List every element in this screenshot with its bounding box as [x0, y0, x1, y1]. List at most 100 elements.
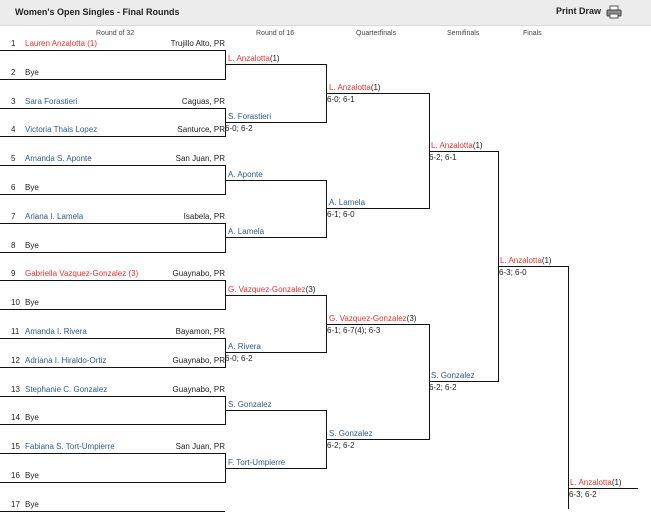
- seed-number: (3): [406, 313, 417, 323]
- entry-number: 5: [11, 154, 16, 164]
- r16-player[interactable]: A. Aponte: [228, 170, 263, 179]
- draw-line: [225, 352, 326, 354]
- player-entry[interactable]: Gabriella Vazquez-Gonzalez (3): [25, 269, 138, 278]
- draw-line: [0, 78, 225, 80]
- round-label-final: Finals: [523, 30, 542, 37]
- player-name[interactable]: Lauren Anzalotta: [25, 39, 86, 48]
- player-name[interactable]: Stephanie C. Gonzalez: [25, 384, 108, 394]
- player-name[interactable]: Sara Forastieri: [25, 96, 78, 106]
- player-name[interactable]: S. Forastieri: [228, 112, 272, 121]
- draw-line: [0, 453, 225, 455]
- player-name[interactable]: L. Anzalotta: [329, 83, 371, 93]
- qf-player[interactable]: S. Gonzalez: [329, 429, 373, 438]
- player-name[interactable]: G. Vazquez-Gonzalez: [228, 284, 306, 294]
- player-entry[interactable]: Sara Forastieri: [25, 97, 77, 106]
- player-location: Guaynabo, PR: [172, 384, 225, 394]
- player-entry[interactable]: Victoria Thais Lopez: [25, 125, 97, 134]
- player-name[interactable]: S. Gonzalez: [431, 371, 475, 381]
- draw-title: Women's Open Singles - Final Rounds: [15, 7, 180, 17]
- match-score: 6-2; 6-2: [429, 383, 457, 393]
- draw-line: [326, 438, 429, 440]
- player-name[interactable]: L. Anzalotta: [228, 54, 270, 64]
- seed-number: (1): [541, 256, 552, 265]
- player-entry[interactable]: Lauren Anzalotta (1): [25, 39, 97, 48]
- entry-number: 9: [11, 269, 16, 279]
- draw-line: [0, 309, 225, 311]
- player-name[interactable]: S. Gonzalez: [228, 400, 272, 409]
- player-entry[interactable]: Adriana I. Hiraldo-Ortiz: [25, 356, 106, 365]
- champion-name[interactable]: L. Anzalotta(1): [570, 478, 622, 487]
- player-entry: Bye: [25, 500, 39, 509]
- entry-number: 12: [11, 355, 20, 365]
- player-name[interactable]: Adriana I. Hiraldo-Ortiz: [25, 355, 107, 365]
- draw-line: [225, 294, 326, 296]
- player-name[interactable]: Victoria Thais Lopez: [25, 125, 98, 135]
- player-location: San Juan, PR: [175, 442, 225, 452]
- player-entry[interactable]: Stephanie C. Gonzalez: [25, 385, 107, 394]
- draw-line: [0, 366, 225, 368]
- qf-player[interactable]: A. Lamela: [329, 198, 365, 207]
- player-name[interactable]: G. Vazquez-Gonzalez: [329, 313, 407, 323]
- player-entry[interactable]: Ariana I. Lamela: [25, 212, 83, 221]
- draw-line: [326, 93, 429, 95]
- player-name[interactable]: Ariana I. Lamela: [25, 211, 84, 221]
- r16-player[interactable]: A. Lamela: [228, 227, 264, 236]
- r16-player[interactable]: S. Forastieri: [228, 112, 271, 121]
- player-name: Bye: [25, 471, 39, 480]
- draw-line: [0, 165, 225, 167]
- print-draw-link[interactable]: Print Draw: [556, 6, 602, 16]
- player-location: Santurce, PR: [177, 125, 225, 135]
- player-entry: Bye: [25, 183, 39, 192]
- sf-player[interactable]: L. Anzalotta(1): [431, 141, 483, 150]
- entry-number: 17: [11, 499, 20, 509]
- player-name[interactable]: S. Gonzalez: [329, 428, 373, 438]
- player-name[interactable]: A. Rivera: [228, 342, 261, 352]
- match-score: 6-0; 6-1: [327, 95, 355, 105]
- player-name[interactable]: A. Aponte: [228, 169, 263, 179]
- seed-number: (1): [85, 39, 98, 48]
- r16-player[interactable]: F. Tort-Umpierre: [228, 458, 285, 467]
- match-score: 6-3; 6-2: [569, 490, 597, 499]
- player-name[interactable]: Fabiana S. Tort-Umpierre: [25, 442, 115, 452]
- round-label-r16: Round of 16: [256, 30, 295, 37]
- r16-player[interactable]: A. Rivera: [228, 342, 261, 351]
- player-name[interactable]: L. Anzalotta: [570, 478, 612, 487]
- entry-number: 11: [11, 327, 20, 336]
- player-name[interactable]: L. Anzalotta: [500, 256, 542, 265]
- finalist[interactable]: L. Anzalotta(1): [500, 256, 552, 265]
- r16-player[interactable]: G. Vazquez-Gonzalez(3): [228, 285, 315, 294]
- player-entry[interactable]: Fabiana S. Tort-Umpierre: [25, 442, 115, 451]
- entry-number: 4: [11, 125, 16, 135]
- draw-line: [568, 488, 638, 489]
- seed-number: (3): [305, 284, 316, 294]
- draw-line: [0, 424, 225, 426]
- player-entry[interactable]: Amanda I. Rivera: [25, 327, 87, 336]
- player-entry: Bye: [25, 471, 39, 480]
- draw-line: [225, 410, 326, 411]
- player-entry: Bye: [25, 298, 39, 307]
- player-name[interactable]: F. Tort-Umpierre: [228, 457, 286, 467]
- player-entry: Bye: [25, 413, 39, 422]
- player-name[interactable]: A. Lamela: [329, 198, 366, 208]
- player-name[interactable]: Amanda S. Aponte: [25, 154, 92, 164]
- player-name: Bye: [25, 298, 39, 308]
- player-name[interactable]: A. Lamela: [228, 227, 265, 237]
- r16-player[interactable]: L. Anzalotta(1): [228, 54, 280, 63]
- player-location: Trujillo Alto, PR: [170, 39, 225, 48]
- seed-number: (3): [126, 269, 139, 279]
- r16-player[interactable]: S. Gonzalez: [228, 400, 272, 409]
- qf-player[interactable]: L. Anzalotta(1): [329, 83, 381, 92]
- draw-line: [0, 395, 225, 397]
- sf-player[interactable]: S. Gonzalez: [431, 371, 475, 380]
- qf-player[interactable]: G. Vazquez-Gonzalez(3): [329, 314, 416, 323]
- player-name[interactable]: L. Anzalotta: [431, 140, 473, 150]
- player-name[interactable]: Gabriella Vazquez-Gonzalez: [25, 269, 127, 279]
- draw-line: [326, 208, 429, 210]
- seed-number: (1): [472, 140, 483, 150]
- player-name[interactable]: Amanda I. Rivera: [25, 327, 87, 336]
- printer-icon[interactable]: [606, 5, 622, 19]
- round-label-r32: Round of 32: [96, 30, 135, 37]
- player-entry[interactable]: Amanda S. Aponte: [25, 154, 92, 163]
- player-location: Caguas, PR: [181, 96, 225, 106]
- player-entry: Bye: [25, 241, 39, 250]
